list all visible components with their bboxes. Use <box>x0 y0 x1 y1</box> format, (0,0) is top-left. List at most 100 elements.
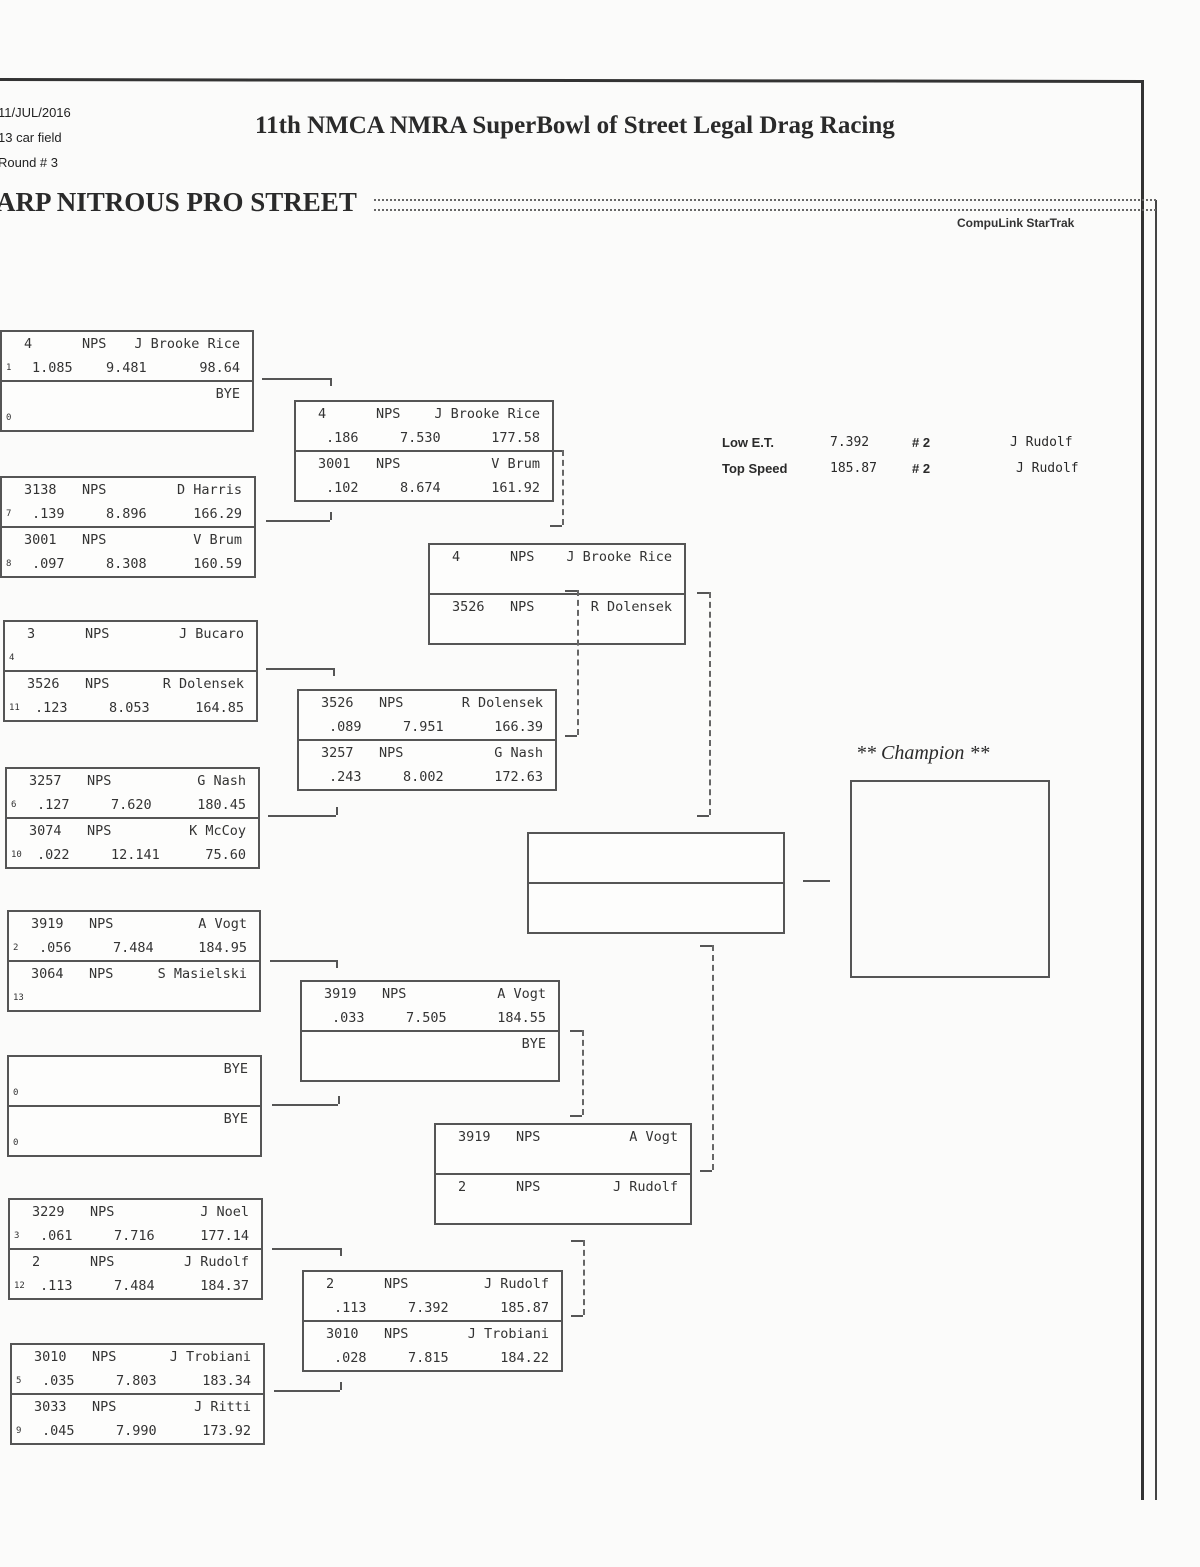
lane-number: 0 <box>13 1088 19 1098</box>
speed-mph: 164.85 <box>195 700 244 716</box>
elapsed-time: 7.484 <box>113 940 154 956</box>
driver-name: K McCoy <box>189 823 246 839</box>
lane-number: 0 <box>13 1138 19 1148</box>
entry-line-1 <box>529 834 783 858</box>
connector-line <box>697 815 709 817</box>
car-number: 3033 <box>34 1399 67 1415</box>
class-code: NPS <box>90 1204 115 1220</box>
connector-line <box>274 1390 340 1392</box>
top-speed-label: Top Speed <box>722 461 788 476</box>
connector-dashed <box>577 590 579 735</box>
entry-line-2: 4 <box>5 646 256 670</box>
speed-mph: 98.64 <box>199 360 240 376</box>
driver-name: G Nash <box>494 745 543 761</box>
driver-name: BYE <box>223 1061 248 1077</box>
lane-number: 7 <box>6 509 12 519</box>
class-code: NPS <box>516 1179 541 1195</box>
class-code: NPS <box>89 916 114 932</box>
speed-mph: 185.87 <box>500 1300 549 1316</box>
class-code: NPS <box>384 1276 409 1292</box>
driver-name: J Rudolf <box>483 1276 549 1292</box>
connector-line <box>550 525 562 527</box>
car-number: 3064 <box>31 966 64 982</box>
lane-number: 11 <box>9 703 20 713</box>
lane-number: 5 <box>16 1376 22 1386</box>
connector-line <box>570 1115 582 1117</box>
reaction-time: .022 <box>37 847 70 863</box>
elapsed-time: 7.951 <box>403 719 444 735</box>
class-code: NPS <box>92 1399 117 1415</box>
top-speed-car: # 2 <box>912 461 931 476</box>
driver-name: J Brooke Rice <box>566 549 672 565</box>
speed-mph: 177.58 <box>491 430 540 446</box>
class-title: ARP NITROUS PRO STREET <box>0 187 357 217</box>
class-code: NPS <box>87 823 112 839</box>
reaction-time: .127 <box>37 797 70 813</box>
lane-number: 3 <box>14 1231 20 1241</box>
driver-name: S Masielski <box>157 966 247 982</box>
connector-line <box>266 520 330 522</box>
entry-line-1: BYE <box>9 1057 260 1081</box>
lane-number: 6 <box>11 800 17 810</box>
driver-name: D Harris <box>176 482 242 498</box>
connector-tick <box>340 1382 342 1390</box>
lane-number: 2 <box>13 943 19 953</box>
driver-name: V Brum <box>193 532 242 548</box>
entry-line-2 <box>529 858 783 882</box>
reaction-time: .139 <box>32 506 65 522</box>
speed-mph: 184.55 <box>497 1010 546 1026</box>
reaction-time: .113 <box>334 1300 367 1316</box>
entry-line-2 <box>430 619 684 643</box>
champion-box <box>850 780 1050 978</box>
low-et-value: 7.392 <box>830 435 870 450</box>
speed-mph: 166.39 <box>494 719 543 735</box>
lane-number: 1 <box>6 363 12 373</box>
connector-line <box>262 378 330 380</box>
car-number: 4 <box>318 406 327 422</box>
driver-name: J Brooke Rice <box>434 406 540 422</box>
field-size: 13 car field <box>0 130 62 145</box>
entry-line-2 <box>430 569 684 593</box>
driver-name: J Brooke Rice <box>134 336 240 352</box>
connector-tick <box>330 378 332 386</box>
driver-name: R Dolensek <box>461 695 543 711</box>
connector-line <box>570 1030 582 1032</box>
race-date: 11/JUL/2016 <box>0 105 71 120</box>
car-number: 3919 <box>324 986 357 1002</box>
car-number: 3010 <box>326 1326 359 1342</box>
reaction-time: .028 <box>334 1350 367 1366</box>
